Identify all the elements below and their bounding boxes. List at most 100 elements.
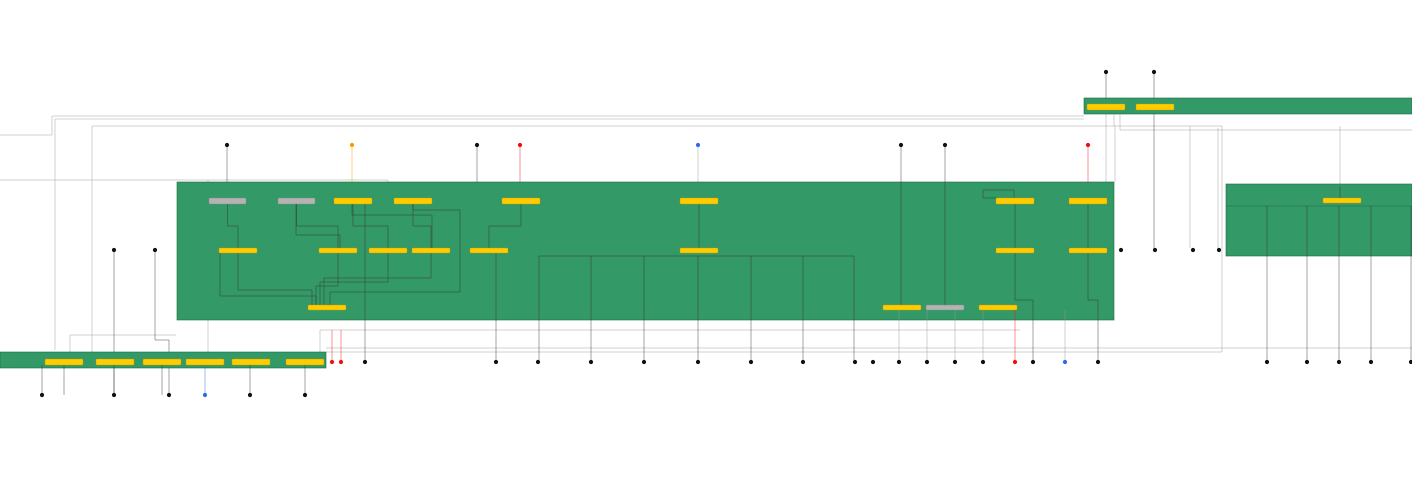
state-node[interactable] [218, 247, 258, 254]
state-node[interactable] [368, 247, 408, 254]
end-point-black [302, 392, 308, 398]
state-node[interactable] [1068, 197, 1108, 205]
state-node-box [1135, 103, 1175, 111]
transition-edge [1014, 253, 1034, 360]
state-node[interactable] [142, 358, 182, 366]
end-point-black [1304, 359, 1310, 365]
start-point-blue [695, 142, 701, 148]
state-node[interactable] [411, 247, 451, 254]
state-node[interactable] [679, 197, 719, 205]
state-node-box [231, 358, 271, 366]
routing-edge [326, 112, 1223, 353]
end-point-black [362, 359, 368, 365]
routing-edge [91, 125, 1116, 352]
state-node[interactable] [978, 304, 1018, 311]
transition-edge [296, 204, 339, 248]
end-point-black [896, 359, 902, 365]
point-layer [39, 69, 1412, 398]
end-point-black [1030, 359, 1036, 365]
end-point-black [111, 392, 117, 398]
state-node[interactable] [1086, 103, 1126, 111]
state-node[interactable] [185, 358, 225, 366]
state-node[interactable] [307, 304, 347, 311]
transition-edge [295, 204, 341, 248]
transition-edge [227, 204, 239, 248]
inner-edge-layer [41, 147, 1412, 395]
state-node-box [411, 247, 451, 254]
transition-edge [351, 204, 433, 248]
end-point-black [247, 392, 253, 398]
edge-layer [0, 74, 1412, 395]
state-node-box [285, 358, 325, 366]
end-point-black [641, 359, 647, 365]
end-point-black [870, 359, 876, 365]
end-point-red [1012, 359, 1018, 365]
state-node[interactable] [501, 197, 541, 205]
state-node[interactable] [277, 197, 316, 205]
transition-edge [237, 253, 313, 305]
state-node-box [995, 247, 1035, 254]
transition-edge [538, 255, 855, 360]
state-node[interactable] [995, 247, 1035, 254]
state-node[interactable] [1068, 247, 1108, 254]
end-point-black [695, 359, 701, 365]
state-node[interactable] [1135, 103, 1175, 111]
state-node-box [1086, 103, 1126, 111]
state-node-box [142, 358, 182, 366]
transition-edge [329, 204, 461, 305]
end-point-black [1408, 359, 1412, 365]
start-point-black [224, 142, 230, 148]
state-node-box [307, 304, 347, 311]
state-node[interactable] [469, 247, 509, 254]
transition-edge [219, 253, 317, 305]
start-point-orange [349, 142, 355, 148]
state-node[interactable] [95, 358, 135, 366]
end-point-black [952, 359, 958, 365]
state-node-box [1068, 197, 1108, 205]
cluster-top-right [1083, 97, 1412, 115]
end-point-black [748, 359, 754, 365]
end-point-black [1368, 359, 1374, 365]
end-point-black [1118, 247, 1124, 253]
node-layer [44, 103, 1362, 366]
state-node[interactable] [333, 197, 373, 205]
routing-edge [54, 118, 1084, 350]
state-node[interactable] [208, 197, 247, 205]
state-node-box [882, 304, 922, 311]
state-node-box [95, 358, 135, 366]
state-node[interactable] [318, 247, 358, 254]
transition-edge [1087, 253, 1099, 360]
state-node[interactable] [679, 247, 719, 254]
state-node[interactable] [44, 358, 84, 366]
end-point-blue [202, 392, 208, 398]
state-node-box [679, 247, 719, 254]
state-node[interactable] [393, 197, 433, 205]
routing-edge [1119, 114, 1412, 131]
cluster-right [1225, 183, 1412, 257]
start-point-black [898, 142, 904, 148]
end-point-black [39, 392, 45, 398]
state-node-box [1322, 197, 1362, 204]
end-point-black [166, 392, 172, 398]
transition-edge [315, 253, 339, 305]
start-point-black [474, 142, 480, 148]
state-node[interactable] [882, 304, 922, 311]
start-point-black [111, 247, 117, 253]
state-node[interactable] [1322, 197, 1362, 204]
end-point-black [852, 359, 858, 365]
end-point-black [980, 359, 986, 365]
end-point-black [535, 359, 541, 365]
state-node[interactable] [925, 304, 965, 311]
state-node-box [679, 197, 719, 205]
state-node-box [208, 197, 247, 205]
start-point-red [1085, 142, 1091, 148]
end-point-red [338, 359, 344, 365]
state-node[interactable] [231, 358, 271, 366]
state-node[interactable] [995, 197, 1035, 205]
end-point-black [588, 359, 594, 365]
cluster-main [176, 181, 1115, 321]
state-node[interactable] [285, 358, 325, 366]
transition-edge [982, 189, 1015, 199]
transition-edge [488, 204, 522, 248]
